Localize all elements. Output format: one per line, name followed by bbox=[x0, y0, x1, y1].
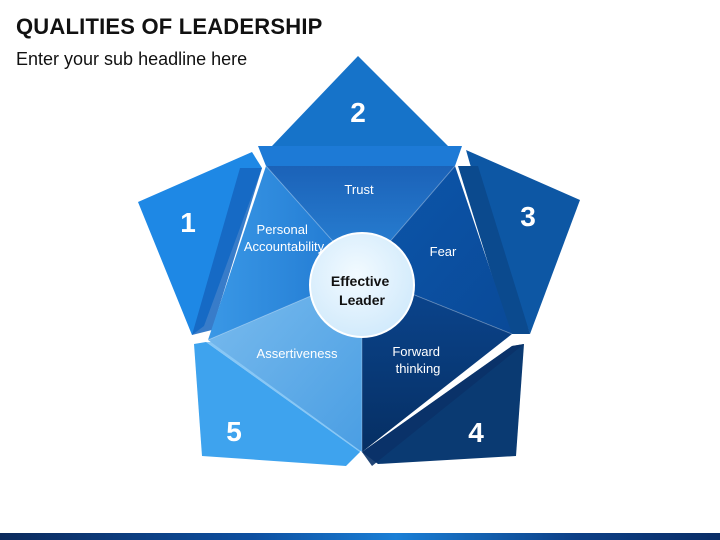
page-subtitle: Enter your sub headline here bbox=[16, 49, 248, 69]
center-circle bbox=[309, 232, 415, 338]
wedge-fear bbox=[362, 166, 512, 334]
flap-5-shape bbox=[194, 342, 360, 466]
flap-5: 5 bbox=[194, 342, 360, 466]
quality-fear: Fear bbox=[430, 244, 457, 259]
flap-4-number: 4 bbox=[468, 417, 484, 448]
flap-3: 3 bbox=[458, 150, 580, 334]
flap-1-shape bbox=[138, 152, 262, 335]
wedge-personal-accountability bbox=[208, 166, 362, 340]
footer-accent-bar bbox=[0, 533, 720, 540]
flap-2-shape bbox=[272, 56, 448, 146]
flap-4: 4 bbox=[362, 344, 524, 466]
quality-personal-accountability: Personal Accountability bbox=[244, 222, 325, 254]
flap-3-shape bbox=[466, 150, 580, 334]
quality-trust: Trust bbox=[344, 182, 374, 197]
quality-forward-thinking: Forward thinking bbox=[392, 344, 443, 376]
flap-1: 1 bbox=[138, 152, 262, 335]
flap-5-number: 5 bbox=[226, 416, 242, 447]
flap-3-number: 3 bbox=[520, 201, 536, 232]
flap-2-number: 2 bbox=[350, 97, 366, 128]
quality-assertiveness: Assertiveness bbox=[257, 346, 338, 361]
wedge-trust bbox=[266, 166, 455, 274]
page-title: QUALITIES OF LEADERSHIP bbox=[16, 14, 323, 39]
flap-2: 2 bbox=[258, 56, 462, 166]
center-label: Effective Leader bbox=[331, 273, 393, 308]
flap-1-number: 1 bbox=[180, 207, 196, 238]
